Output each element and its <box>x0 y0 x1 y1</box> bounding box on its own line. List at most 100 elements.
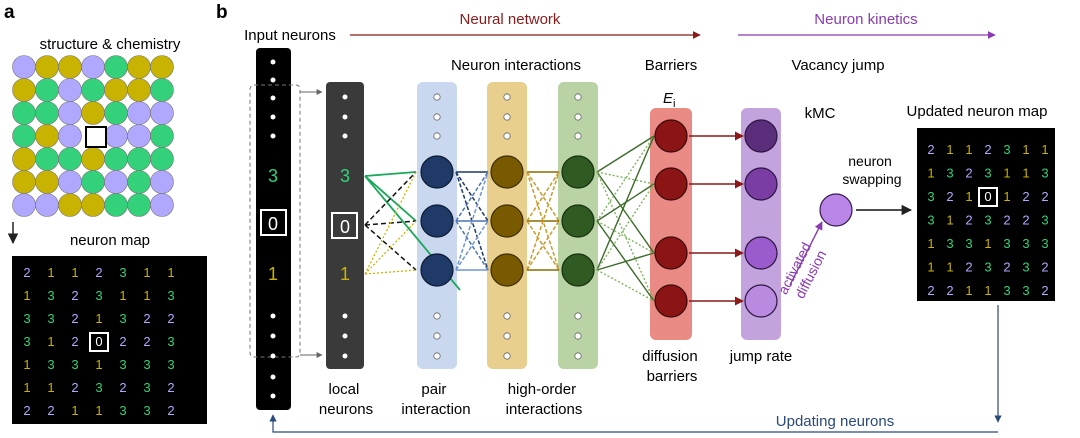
layer-dot <box>503 312 511 320</box>
input-dot <box>270 95 276 101</box>
jump-rate-node <box>744 284 778 318</box>
edge-barrier <box>596 252 655 271</box>
atom <box>104 193 128 217</box>
local-neurons-label: local neurons <box>319 381 373 418</box>
neuron-map-cell: 3 <box>167 288 174 303</box>
neuron-map-cell: 2 <box>71 334 78 349</box>
jump-rate-node <box>744 236 778 270</box>
input-value-middle: 0 <box>268 214 278 234</box>
edge-high1 <box>455 220 489 271</box>
jump-rate-node <box>744 119 778 153</box>
neuron-map-cell: 1 <box>927 166 934 181</box>
neuron-map-cell: 2 <box>927 142 934 157</box>
atom <box>12 101 36 125</box>
layer-dot <box>574 93 582 101</box>
layer-dot <box>503 352 511 360</box>
edge-barrier <box>596 171 655 185</box>
input-dot <box>270 114 276 120</box>
neuron-map-cell: 3 <box>1041 213 1048 228</box>
neuron-map-cell: 2 <box>965 166 972 181</box>
edge-pair <box>364 269 417 275</box>
neuron-map-cell: 3 <box>1003 142 1010 157</box>
neuron-map-cell: 1 <box>143 265 150 280</box>
neuron-map-cell: 3 <box>23 311 30 326</box>
edge-barrier <box>596 135 655 173</box>
neuron-map-cell: 1 <box>71 265 78 280</box>
neuron-map-cell: 2 <box>1003 213 1010 228</box>
edge-barrier <box>596 171 655 254</box>
neuron-map-cell: 3 <box>47 288 54 303</box>
atom <box>58 147 82 171</box>
neuron-map-cell: 3 <box>143 380 150 395</box>
atom <box>104 101 128 125</box>
neuron-map-cell: 1 <box>167 265 174 280</box>
atom <box>58 101 82 125</box>
local-neuron-column <box>326 82 364 369</box>
edge-barrier <box>596 135 655 271</box>
atom <box>58 124 82 148</box>
input-dot <box>270 77 276 83</box>
neuron-map-cell: 1 <box>47 380 54 395</box>
neuron-map-cell: 2 <box>1022 189 1029 204</box>
atom <box>81 193 105 217</box>
neuron-map-cell: 2 <box>984 142 991 157</box>
neuron-map-cell: 1 <box>95 403 102 418</box>
panel-b-letter: b <box>216 2 228 23</box>
neuron-map-cell: 3 <box>23 334 30 349</box>
layer-dot <box>574 332 582 340</box>
neuron-map-cell: 2 <box>167 380 174 395</box>
neuron-map-cell: 2 <box>71 380 78 395</box>
neuron-map-cell: 3 <box>167 357 174 372</box>
neuron-map-cell: 1 <box>1003 189 1010 204</box>
neuron-map-cell: 3 <box>1041 236 1048 251</box>
neuron-map-cell: 1 <box>965 189 972 204</box>
neuron-map-cell: 2 <box>1041 189 1048 204</box>
neuron-map-cell: 3 <box>965 236 972 251</box>
barrier-node <box>654 167 688 201</box>
atom <box>35 101 59 125</box>
atom-lattice <box>12 55 174 217</box>
edge-high2 <box>526 220 560 271</box>
neuron-map-cell: 2 <box>965 213 972 228</box>
structure-title: structure & chemistry <box>40 36 181 53</box>
panel-b: b Neural network Neuron kinetics Input n… <box>216 2 1055 433</box>
vacancy-cell-box <box>89 332 109 352</box>
neuron-map-cell: 2 <box>71 288 78 303</box>
neuron-map-cell: 2 <box>23 265 30 280</box>
neuron-map-cell: 1 <box>984 236 991 251</box>
neuron-map-cell: 1 <box>1022 166 1029 181</box>
edge-kmc <box>778 136 822 210</box>
local-dot <box>342 114 348 120</box>
activated-diffusion-arrow <box>789 221 823 286</box>
neuron-map-cell: 2 <box>167 311 174 326</box>
neuron-map-cell: 2 <box>1003 260 1010 275</box>
neuron-map-cell: 1 <box>47 334 54 349</box>
edge-barrier <box>596 220 655 254</box>
atom <box>58 193 82 217</box>
neuron-map-cell: 1 <box>47 265 54 280</box>
local-dot <box>342 333 348 339</box>
layer-dot <box>503 132 511 140</box>
barriers-label: Barriers <box>645 57 698 74</box>
pair-node <box>420 204 454 238</box>
neuron-map-cell: 2 <box>95 265 102 280</box>
neuron-map-cell: 2 <box>1041 283 1048 298</box>
neuron-map-cell: 2 <box>23 403 30 418</box>
local-dot <box>342 313 348 319</box>
layer-dot <box>433 132 441 140</box>
neuron-map-cell: 1 <box>23 380 30 395</box>
local-value-middle: 0 <box>340 217 350 237</box>
neuron-map-cell: 0 <box>984 189 991 204</box>
neuron-map-cell: 3 <box>927 189 934 204</box>
neuron-map-cell: 3 <box>71 357 78 372</box>
barrier-symbol: Ei <box>663 90 675 110</box>
neuron-map-cell: 1 <box>95 311 102 326</box>
neuron-map-cell: 1 <box>984 283 991 298</box>
atom <box>127 147 151 171</box>
layer-dot <box>574 312 582 320</box>
layer-dot <box>433 93 441 101</box>
neuron-map-cell: 1 <box>119 288 126 303</box>
